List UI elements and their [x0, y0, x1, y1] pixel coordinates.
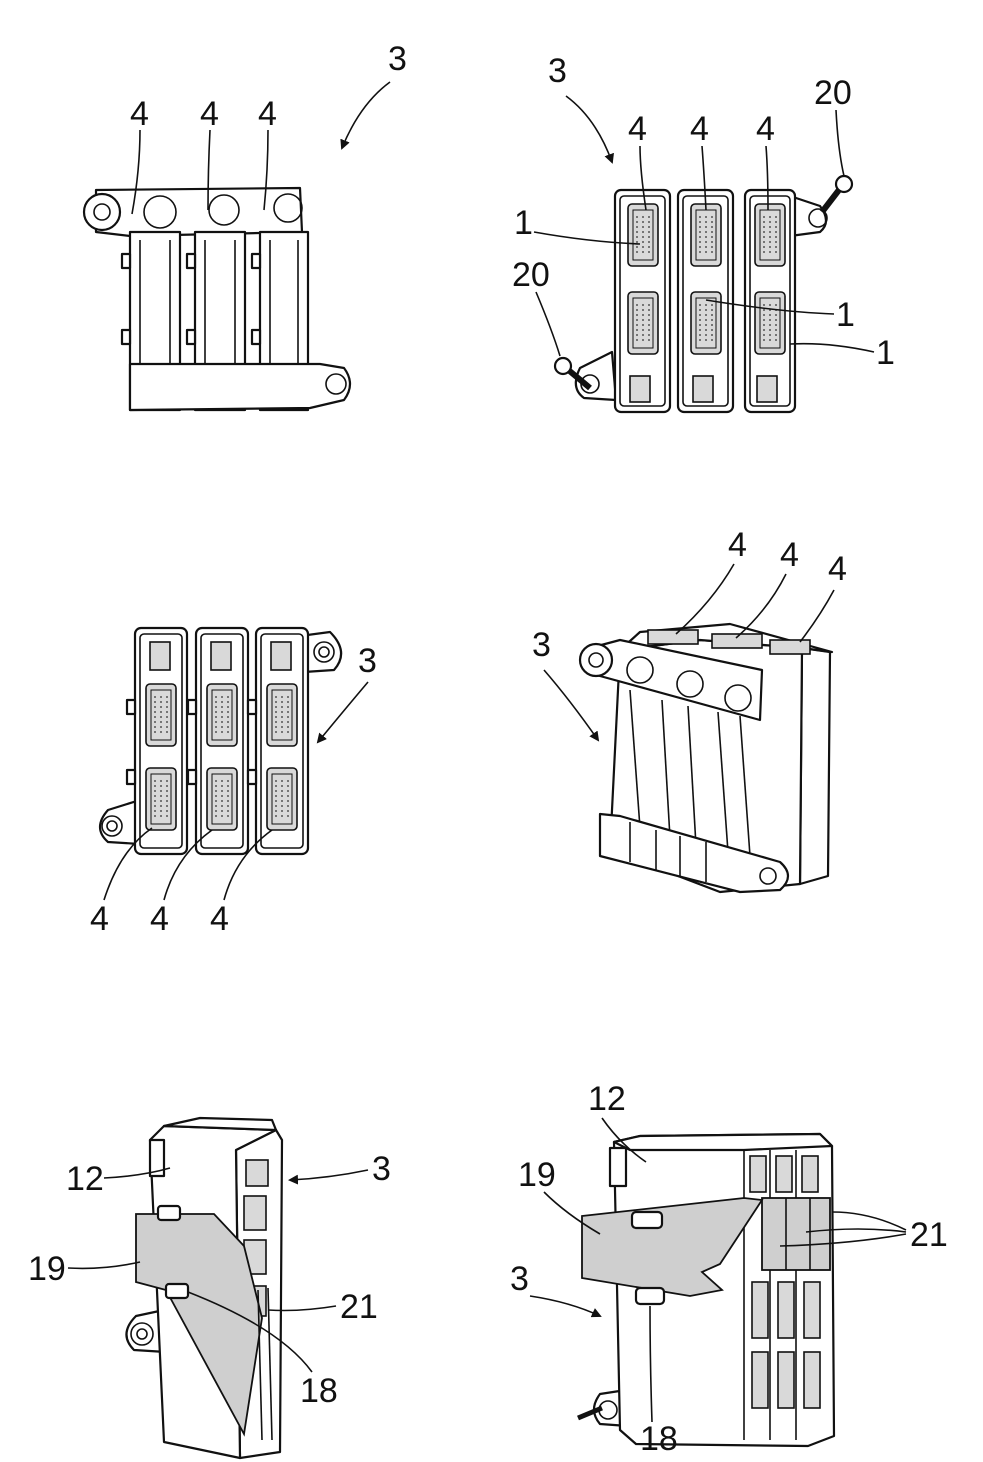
- ref-label-connector: 1: [836, 296, 855, 334]
- ref-label-module: 4: [258, 95, 277, 133]
- ref-label-module: 4: [150, 900, 169, 938]
- assembly-drawing: [126, 1118, 282, 1458]
- ref-label-module: 4: [200, 95, 219, 133]
- assembly-drawing: [100, 628, 341, 854]
- assembly-drawing: [84, 188, 350, 410]
- ref-label-module: 4: [690, 110, 709, 148]
- assembly-drawing: [578, 1134, 834, 1446]
- ref-label-assembly: 3: [372, 1150, 391, 1188]
- screw: [822, 176, 852, 212]
- ref-label-module: 4: [628, 110, 647, 148]
- ref-label-module: 4: [210, 900, 229, 938]
- ref-label-assembly: 3: [548, 52, 567, 90]
- ref-label-module: 4: [828, 550, 847, 588]
- view-middle-right: 3 4 4 4: [532, 526, 847, 892]
- ref-label-module: 4: [780, 536, 799, 574]
- ref-label-housing: 12: [588, 1080, 626, 1118]
- view-top-left: 3 4 4 4: [84, 40, 407, 410]
- ref-label-module: 4: [728, 526, 747, 564]
- ref-label-cables: 21: [910, 1216, 948, 1254]
- assembly-drawing: [555, 176, 852, 412]
- ref-label-assembly: 3: [510, 1260, 529, 1298]
- ref-label-tape: 19: [28, 1250, 66, 1288]
- view-top-right: 3 4 4 4 20 20 1 1 1: [512, 52, 895, 412]
- ref-label-connector: 1: [514, 204, 533, 242]
- ref-label-module: 4: [90, 900, 109, 938]
- view-middle-left: 3 4 4 4: [90, 628, 377, 938]
- ref-label-assembly: 3: [532, 626, 551, 664]
- view-bottom-right: 12 19 21 3 18: [510, 1080, 948, 1458]
- ref-label-module: 4: [756, 110, 775, 148]
- ref-label-screw: 20: [512, 256, 550, 294]
- ref-label-housing: 12: [66, 1160, 104, 1198]
- ref-label-clip: 18: [300, 1372, 338, 1410]
- ref-label-connector: 1: [876, 334, 895, 372]
- ref-label-module: 4: [130, 95, 149, 133]
- ref-label-clip: 18: [640, 1420, 678, 1458]
- assembly-drawing: [580, 624, 832, 892]
- view-bottom-left: 3 12 19 21 18: [28, 1118, 391, 1458]
- ref-label-tape: 19: [518, 1156, 556, 1194]
- ref-label-cables: 21: [340, 1288, 378, 1326]
- ref-label-screw: 20: [814, 74, 852, 112]
- ref-label-assembly: 3: [388, 40, 407, 78]
- ref-label-assembly: 3: [358, 642, 377, 680]
